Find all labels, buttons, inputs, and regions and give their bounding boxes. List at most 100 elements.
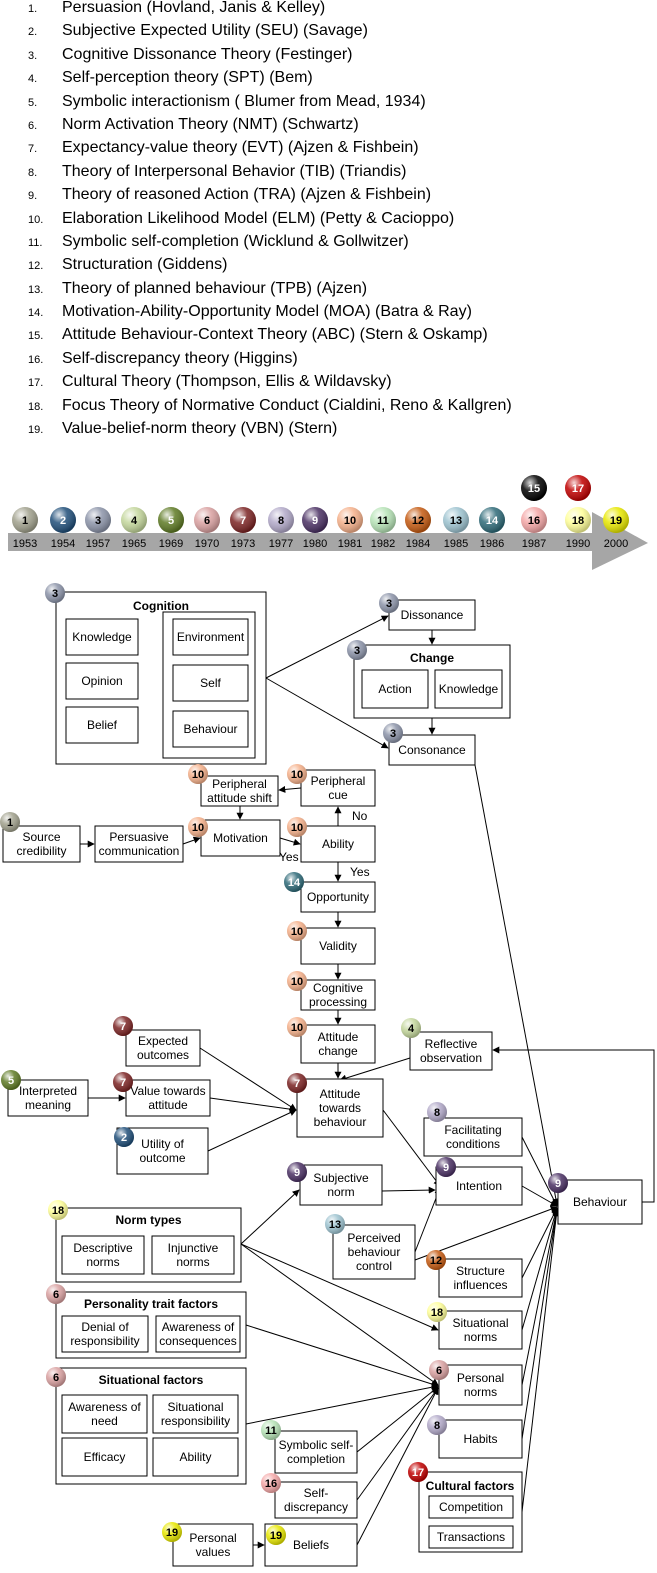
diagram-badge: 18 <box>48 1200 68 1220</box>
badge-shine <box>12 507 38 533</box>
timeline-badge: 9 <box>302 507 328 533</box>
timeline-year: 1965 <box>122 538 146 550</box>
box-label: Validity <box>319 939 357 953</box>
badge-shine <box>408 1462 428 1482</box>
timeline-badge: 1 <box>12 507 38 533</box>
box-frame <box>409 1031 493 1071</box>
diagram-badge: 4 <box>401 1018 421 1038</box>
badge-number: 14 <box>486 515 499 527</box>
box-frame <box>428 1495 514 1519</box>
theory-number: 18. <box>28 400 44 413</box>
cognition-item: Opinion <box>65 662 139 700</box>
badge-number: 6 <box>436 1365 442 1377</box>
box-frame <box>296 1078 384 1138</box>
box-label: Self <box>200 676 221 690</box>
badge-number: 2 <box>121 1132 127 1144</box>
box-label: Awareness of <box>162 1320 235 1334</box>
box-label: Attitude <box>320 1087 361 1101</box>
box-frame <box>151 1235 235 1275</box>
norms-to-situational <box>240 1243 439 1331</box>
timeline-year: 1973 <box>231 538 255 550</box>
self-discrepancy-box: Self-discrepancy <box>274 1481 358 1519</box>
timeline-badge: 14 <box>479 507 505 533</box>
badge-shine <box>565 507 591 533</box>
badge-number: 3 <box>95 515 101 527</box>
theory-item: 6.Norm Activation Theory (NMT) (Schwartz… <box>28 113 512 136</box>
box-label: Awareness of <box>68 1400 141 1414</box>
badge-number: 16 <box>528 515 540 527</box>
box-label: Reflective <box>425 1037 478 1051</box>
diagram-badge: 16 <box>261 1473 281 1493</box>
badge-number: 3 <box>386 598 392 610</box>
diagram-badge: 7 <box>113 1072 133 1092</box>
timeline-arrow <box>8 512 648 570</box>
theory-text: Attitude Behaviour-Context Theory (ABC) … <box>62 326 488 344</box>
badge-number: 19 <box>610 515 622 527</box>
cognition-item: Belief <box>65 706 139 744</box>
badge-number: 10 <box>291 1022 303 1034</box>
box-label: Expected <box>138 1034 188 1048</box>
ssc-to-personal <box>356 1386 439 1453</box>
badge-shine <box>46 1367 66 1387</box>
badge-number: 19 <box>166 1527 178 1539</box>
box-label: norms <box>464 1330 497 1344</box>
theory-list: 1.Persuasion (Hovland, Janis & Kelley)2.… <box>28 0 512 440</box>
box-label: conditions <box>446 1137 500 1151</box>
box-label: Efficacy <box>84 1450 126 1464</box>
badge-shine <box>325 1214 345 1234</box>
badge-number: 7 <box>120 1021 126 1033</box>
box-frame <box>300 1024 376 1064</box>
box-label: Facilitating <box>444 1123 501 1137</box>
feedback-line <box>538 1049 655 1203</box>
box-frame <box>152 1437 239 1477</box>
diagram-badge: 10 <box>287 817 307 837</box>
theory-text: Symbolic self-completion (Wicklund & Gol… <box>62 232 409 250</box>
box-label: norm <box>327 1185 354 1199</box>
diagram-badge: 3 <box>347 640 367 660</box>
badge-number: 13 <box>329 1219 341 1231</box>
timeline-badge: 16 <box>521 507 547 533</box>
consonance-to-behaviour <box>474 764 560 1206</box>
box-label: Peripheral <box>311 774 366 788</box>
timeline-year: 1980 <box>303 538 327 550</box>
box-label: attitude <box>148 1098 188 1112</box>
box-label: Cognitive <box>313 981 363 995</box>
badge-shine <box>114 1127 134 1147</box>
badge-number: 12 <box>430 1255 442 1267</box>
box-frame <box>172 664 249 702</box>
diagram-badge: 2 <box>114 1127 134 1147</box>
box-label: Attitude <box>318 1030 359 1044</box>
timeline-year: 1957 <box>86 538 110 550</box>
badge-shine <box>113 1016 133 1036</box>
badge-shine <box>287 1073 307 1093</box>
box-label: Symbolic self- <box>279 1438 354 1452</box>
badge-number: 2 <box>60 515 66 527</box>
badge-shine <box>194 507 220 533</box>
diagram-badge: 6 <box>46 1367 66 1387</box>
box-frame <box>300 927 376 965</box>
diagram-badge: 10 <box>188 764 208 784</box>
badge-number: 15 <box>528 483 540 495</box>
badge-number: 1 <box>22 515 28 527</box>
group-title: Situational factors <box>99 1373 204 1387</box>
group-title: Cultural factors <box>426 1479 515 1493</box>
situational-factor-item: Efficacy <box>61 1437 148 1477</box>
timeline-badge: 19 <box>603 507 629 533</box>
box-label: outcome <box>139 1151 185 1165</box>
box-frame <box>2 825 81 863</box>
theory-number: 10. <box>28 213 44 226</box>
box-label: attitude shift <box>207 791 272 805</box>
box-label: values <box>196 1545 231 1559</box>
utility-to-attitude <box>207 1109 297 1152</box>
theory-text: Subjective Expected Utility (SEU) (Savag… <box>62 22 368 40</box>
badge-shine <box>429 1360 449 1380</box>
group-title: Norm types <box>115 1213 181 1227</box>
